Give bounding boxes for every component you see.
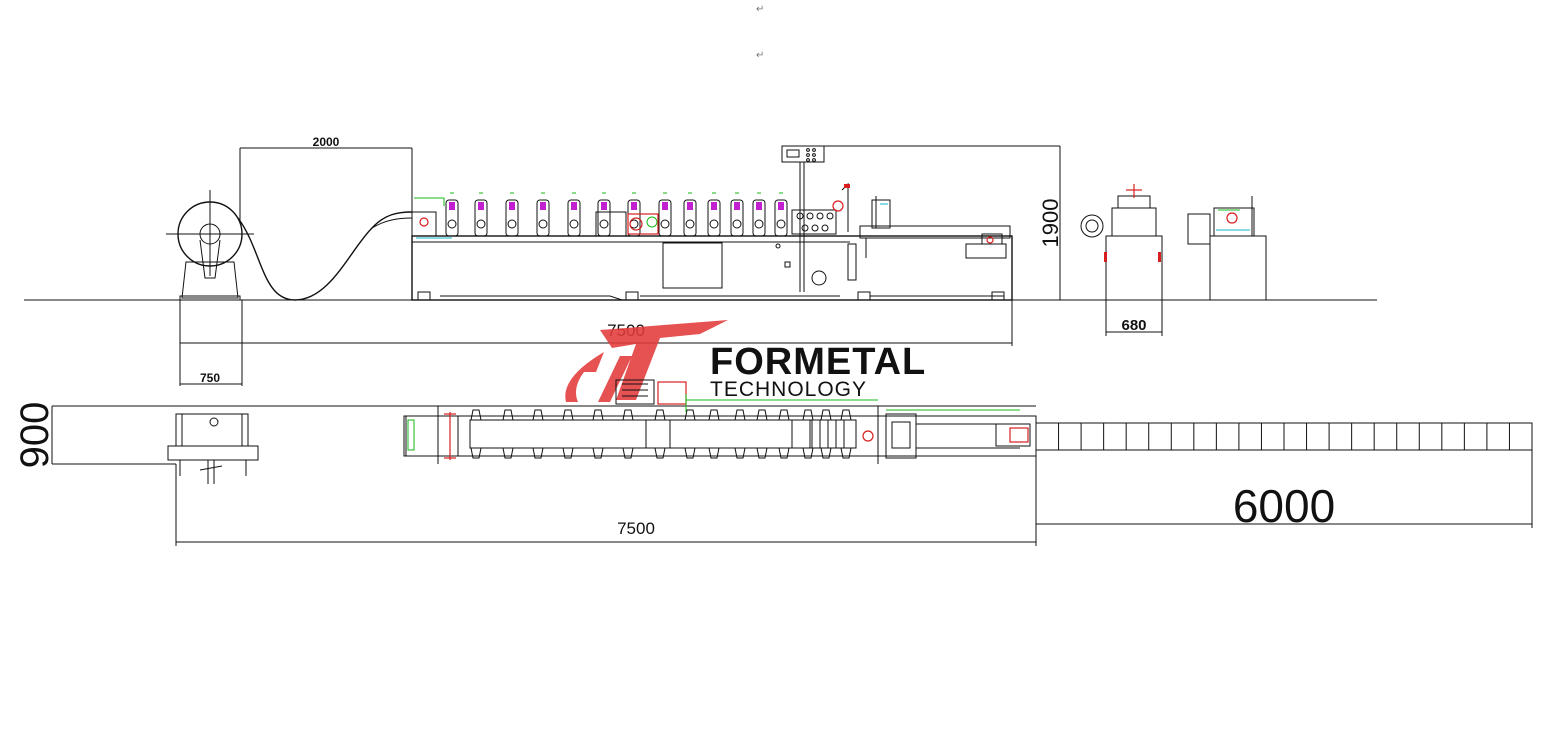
- dim-height: 1900: [1038, 146, 1063, 300]
- roll-station: [752, 192, 766, 237]
- dim-top-total: 7500: [175, 456, 1037, 546]
- dim-top-total-label: 7500: [617, 519, 655, 538]
- decoiler-top: [167, 413, 259, 484]
- runout-table-top: [1035, 422, 1533, 451]
- logo-mark: [565, 320, 728, 402]
- entry-guide: [411, 197, 452, 239]
- roll-station: [707, 192, 721, 237]
- paragraph-mark-1: ↵: [756, 4, 765, 15]
- end-view-cutter: [1187, 196, 1267, 301]
- roll-station: [658, 192, 672, 237]
- roll-station: [730, 192, 744, 237]
- dim-height-label: 1900: [1038, 199, 1063, 248]
- motor-cover-panel: [662, 242, 723, 289]
- logo-line-1: FORMETAL: [710, 341, 926, 383]
- roll-stand-top: [802, 409, 814, 459]
- roll-stand-top: [820, 409, 832, 459]
- roll-stand-top: [502, 409, 514, 459]
- roll-stand-top: [734, 409, 746, 459]
- roll-station: [597, 192, 611, 237]
- roll-stand-top: [562, 409, 574, 459]
- end-view-entry: 680: [1080, 184, 1163, 336]
- straightener-top: [811, 419, 874, 449]
- roll-station: [536, 192, 550, 237]
- roll-stand-top: [778, 409, 790, 459]
- dim-runout-label: 6000: [1233, 480, 1335, 532]
- decoiler-side: [166, 190, 254, 301]
- dim-top-width: 900: [13, 402, 1036, 469]
- control-panel-side: [781, 145, 1060, 292]
- side-view: 2000: [24, 135, 1377, 386]
- line-body-top: [403, 415, 1037, 457]
- roll-stations: [445, 192, 788, 237]
- entry-guide-top: [405, 412, 459, 460]
- paragraph-mark-2: ↵: [756, 50, 765, 61]
- roll-station: [474, 192, 488, 237]
- drive-motor-top: [615, 379, 878, 412]
- roll-station: [683, 192, 697, 237]
- dim-runout: 6000: [1035, 450, 1533, 532]
- dim-top-width-label: 900: [13, 402, 57, 469]
- cutter-top: [885, 409, 1031, 459]
- dim-decoiler-width: 750: [180, 300, 243, 386]
- roll-stand-top: [840, 409, 852, 459]
- roll-stand-top: [470, 409, 482, 459]
- roll-stands-top: [470, 409, 852, 459]
- dim-decoiler-width-label: 750: [200, 371, 220, 385]
- roll-stand-top: [684, 409, 696, 459]
- dim-end-width-label: 680: [1121, 317, 1146, 334]
- logo-line-2: TECHNOLOGY: [710, 378, 867, 401]
- drive-motor-side: [595, 211, 659, 237]
- roll-stand-top: [622, 409, 634, 459]
- roll-stand-top: [532, 409, 544, 459]
- dim-coil-gap: 2000: [239, 135, 413, 220]
- straightener-side: [791, 182, 850, 235]
- roll-station: [774, 192, 788, 237]
- roll-station: [567, 192, 581, 237]
- roll-station: [445, 192, 459, 237]
- strip-loop: [237, 211, 413, 301]
- company-logo: FORMETAL TECHNOLOGY: [565, 320, 926, 402]
- roll-stand-top: [592, 409, 604, 459]
- roll-stand-top: [654, 409, 666, 459]
- roll-station: [505, 192, 519, 237]
- cutting-unit-side: [859, 196, 1011, 259]
- top-view: 900: [13, 379, 1533, 546]
- roll-stand-top: [756, 409, 768, 459]
- dim-coil-gap-label: 2000: [313, 135, 340, 149]
- roll-stand-top: [708, 409, 720, 459]
- roll-former-base: [411, 235, 1013, 301]
